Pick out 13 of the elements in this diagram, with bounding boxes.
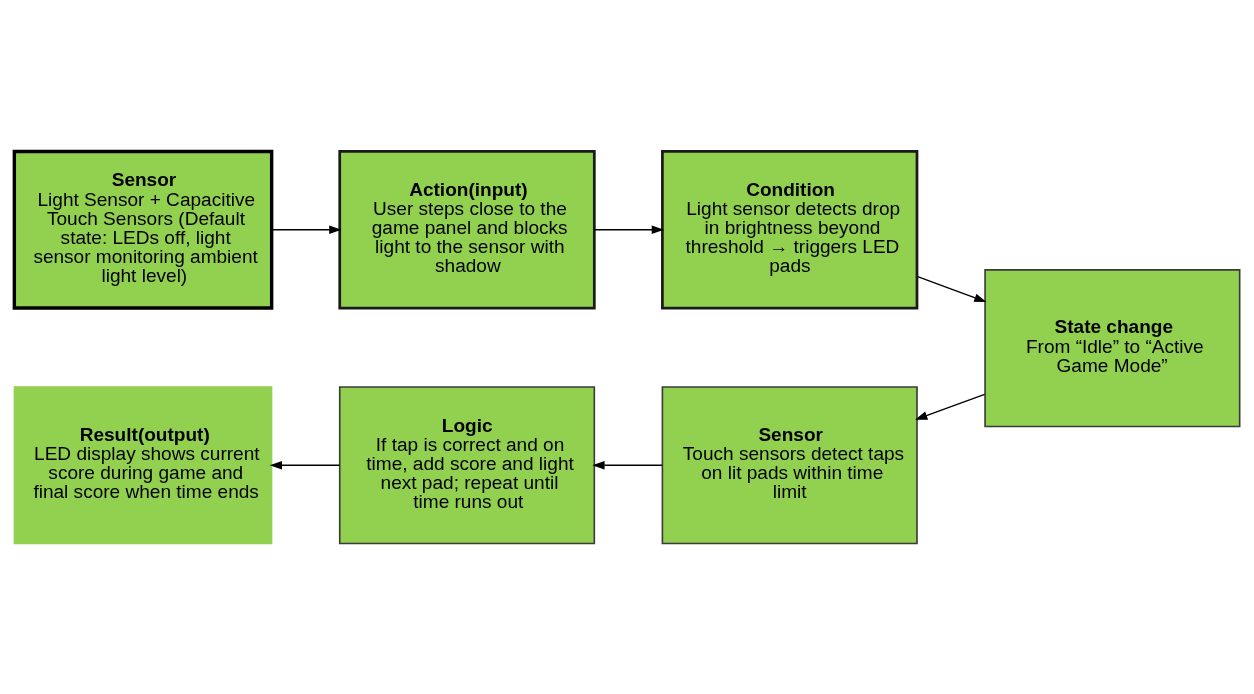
node-box: Sensor Touch sensors detect taps on lit pads within time limit [661, 385, 918, 544]
node-box: Sensor Light Sensor + Capacitive Touch Sensors (Default state: LEDs off, light sensor monitoring ambient light level) [12, 149, 274, 310]
node-box: Action(input) User steps close to the game panel and blocks light to the sensor with shadow [338, 149, 596, 309]
node-box: Condition Light sensor detects drop in brightness beyond threshold → triggers LED pads [661, 149, 919, 309]
arrow [915, 393, 986, 420]
arrow [271, 224, 342, 234]
node-box: State change From “Idle” to “Active Game Mode” [984, 268, 1241, 427]
arrow [916, 275, 987, 302]
arrow [593, 224, 664, 234]
node-box: Logic If tap is correct and on time, add score and light next pad; repeat until time runs out [338, 385, 596, 544]
arrow [269, 460, 341, 470]
node-box: Result(output) LED display shows current score during game and final score when time ends [13, 385, 273, 544]
arrow [592, 460, 663, 470]
